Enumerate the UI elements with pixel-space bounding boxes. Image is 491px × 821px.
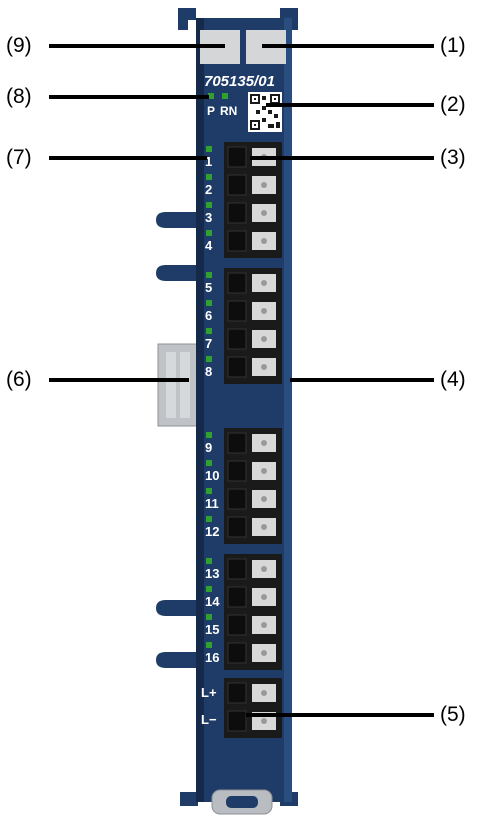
channel-led (206, 146, 212, 152)
leader-9 (49, 44, 225, 48)
channel-led (206, 230, 212, 236)
terminal-slot (227, 586, 247, 608)
leader-1 (262, 44, 434, 48)
terminal-slot (227, 432, 247, 454)
backplane-connector (157, 343, 199, 427)
channel-led (206, 356, 212, 362)
din-latch-lower (156, 600, 196, 616)
callout-1: (1) (440, 34, 466, 57)
leader-2 (266, 103, 434, 107)
terminal-slot (227, 202, 247, 224)
channel-number: 9 (205, 440, 212, 455)
channel-number: 12 (205, 524, 219, 539)
channel-led (206, 202, 212, 208)
callout-6: (6) (6, 368, 32, 391)
channel-number: 11 (205, 496, 219, 511)
din-latch-upper-2 (156, 265, 196, 281)
leader-3 (250, 156, 434, 160)
terminal-slot (227, 710, 247, 732)
terminal-slot (227, 146, 247, 168)
leader-4 (290, 378, 434, 382)
leader-7 (49, 156, 207, 160)
channel-number: 16 (205, 650, 219, 665)
callout-3: (3) (440, 146, 466, 169)
channel-led (206, 586, 212, 592)
terminal-slot (227, 356, 247, 378)
channel-led (206, 432, 212, 438)
led-power (208, 93, 214, 99)
channel-number: 13 (205, 566, 219, 581)
part-number: 705135/01 (204, 73, 275, 90)
din-latch-upper (156, 212, 196, 228)
channel-led (206, 300, 212, 306)
terminal-slot (227, 174, 247, 196)
bottom-hook-left (180, 792, 198, 806)
channel-led (206, 328, 212, 334)
channel-led (206, 488, 212, 494)
leader-6 (49, 378, 189, 382)
channel-led (206, 516, 212, 522)
callout-5: (5) (440, 703, 466, 726)
channel-led (206, 614, 212, 620)
led-label-run: RN (220, 104, 237, 118)
terminal-block (224, 678, 282, 738)
channel-number: 7 (205, 336, 212, 351)
channel-number: 15 (205, 622, 219, 637)
channel-led (206, 174, 212, 180)
terminal-slot (227, 614, 247, 636)
terminal-slot (227, 272, 247, 294)
release-clip (211, 789, 273, 815)
terminal-block (224, 428, 282, 544)
channel-led (206, 460, 212, 466)
terminal-slot (227, 328, 247, 350)
channel-number: 4 (205, 238, 213, 253)
channel-number: 8 (205, 364, 212, 379)
channel-number: 10 (205, 468, 219, 483)
callout-2: (2) (440, 93, 466, 116)
channel-led (206, 642, 212, 648)
qr-code (248, 92, 282, 132)
channel-led (206, 558, 212, 564)
housing-right-edge (284, 18, 292, 802)
terminal-slot (227, 230, 247, 252)
channel-number: 2 (205, 182, 212, 197)
led-label-power: P (207, 104, 215, 118)
housing-shade (196, 18, 204, 802)
din-latch-lower-2 (156, 652, 196, 668)
terminal-slot (227, 516, 247, 538)
channel-number: 14 (205, 594, 220, 609)
leader-8 (49, 95, 209, 99)
terminal-slot (227, 682, 247, 704)
channel-number: 5 (205, 280, 212, 295)
terminal-block (224, 142, 282, 258)
channel-led (206, 272, 212, 278)
terminal-blocks (224, 142, 282, 738)
channel-number: 6 (205, 308, 212, 323)
callout-8: (8) (6, 85, 32, 108)
callout-7: (7) (6, 146, 32, 169)
top-hook-left (178, 8, 196, 30)
terminal-block (224, 268, 282, 384)
terminal-slot (227, 642, 247, 664)
terminal-slot (227, 460, 247, 482)
terminal-block (224, 554, 282, 670)
terminal-slot (227, 558, 247, 580)
supply-label-plus: L+ (201, 685, 217, 700)
terminal-slot (227, 488, 247, 510)
leader-5 (246, 713, 434, 717)
callout-9: (9) (6, 34, 32, 57)
led-run (222, 93, 228, 99)
channel-number: 1 (205, 154, 212, 169)
supply-label-minus: L− (201, 712, 217, 727)
channel-number: 3 (205, 210, 212, 225)
callout-4: (4) (440, 368, 466, 391)
terminal-slot (227, 300, 247, 322)
